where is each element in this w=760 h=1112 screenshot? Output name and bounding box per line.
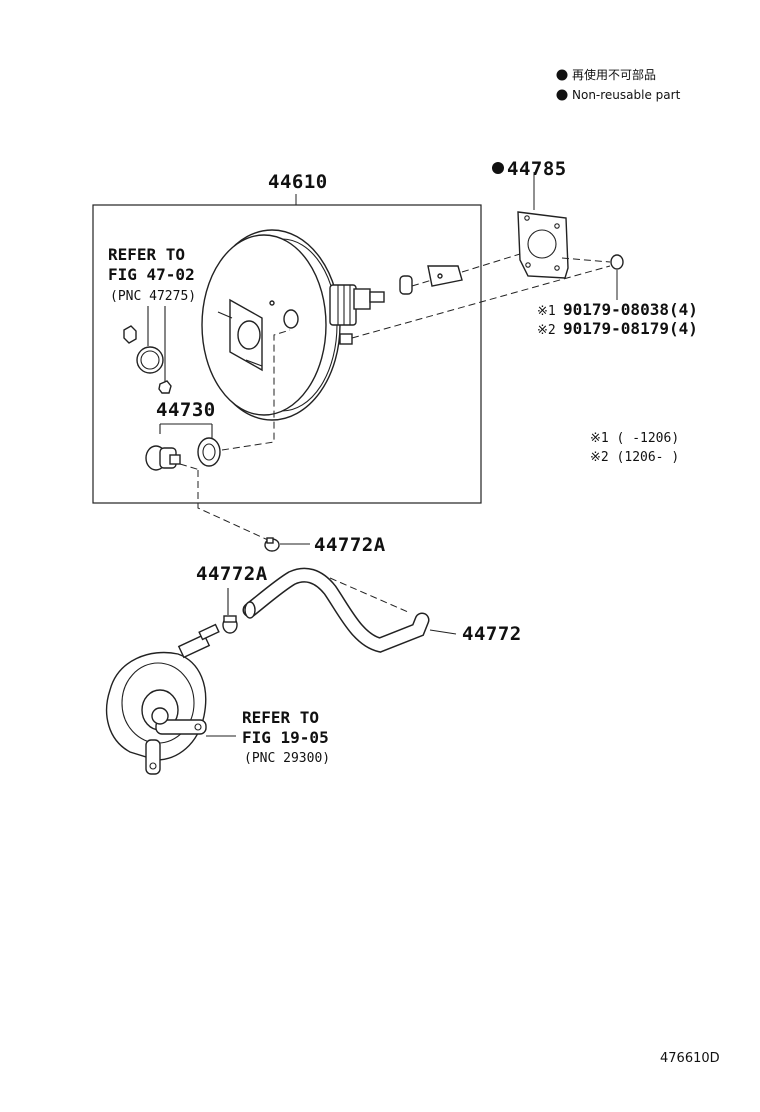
- reference-bottom[interactable]: REFER TO FIG 19-05 (PNC 29300): [242, 708, 330, 766]
- figure-id: 476610D: [660, 1051, 720, 1066]
- reference-bottom-line3: (PNC 29300): [244, 751, 330, 766]
- clip-lower-part-number[interactable]: 44772A: [196, 563, 268, 585]
- legend-japanese: 再使用不可部品: [572, 67, 656, 82]
- vacuum-hose[interactable]: [242, 567, 430, 653]
- bolt-1-part-number[interactable]: 90179-08038(4): [563, 300, 698, 319]
- reference-top-line2: FIG 47-02: [108, 265, 195, 284]
- non-reusable-dot-icon: [556, 89, 568, 101]
- note-2: ※2 (1206- ): [590, 450, 679, 465]
- non-reusable-dot-icon: [556, 69, 568, 81]
- bolt-2-marker: ※2: [537, 323, 556, 338]
- reference-top-line1: REFER TO: [108, 245, 185, 264]
- legend-english: Non-reusable part: [572, 88, 681, 102]
- non-reusable-dot-icon: [492, 162, 504, 174]
- brake-booster[interactable]: [201, 229, 385, 421]
- grommet-seal: [123, 306, 172, 394]
- check-valve[interactable]: [145, 437, 221, 471]
- vacuum-pump[interactable]: [106, 623, 220, 775]
- booster-part-number[interactable]: 44610: [268, 171, 328, 193]
- reference-bottom-line2: FIG 19-05: [242, 728, 329, 747]
- hose-clip-upper[interactable]: [264, 537, 280, 552]
- assembly-box: [92, 204, 482, 504]
- gasket-part-number[interactable]: 44785: [507, 158, 567, 180]
- reference-top-line3: (PNC 47275): [110, 289, 196, 304]
- clip-upper-part-number[interactable]: 44772A: [314, 534, 386, 556]
- reference-bottom-line1: REFER TO: [242, 708, 319, 727]
- hose-part-number[interactable]: 44772: [462, 623, 522, 645]
- hose-clip-lower[interactable]: [222, 615, 238, 634]
- clevis[interactable]: [399, 265, 463, 295]
- bolt-nut[interactable]: [610, 254, 624, 300]
- legend: 再使用不可部品 Non-reusable part: [556, 67, 681, 102]
- reference-top[interactable]: REFER TO FIG 47-02 (PNC 47275): [108, 245, 196, 304]
- gasket[interactable]: [517, 211, 569, 279]
- bolt-2-part-number[interactable]: 90179-08179(4): [563, 319, 698, 338]
- bolt-1-marker: ※1: [537, 304, 556, 319]
- check-valve-part-number[interactable]: 44730: [156, 399, 216, 421]
- note-1: ※1 ( -1206): [590, 431, 679, 446]
